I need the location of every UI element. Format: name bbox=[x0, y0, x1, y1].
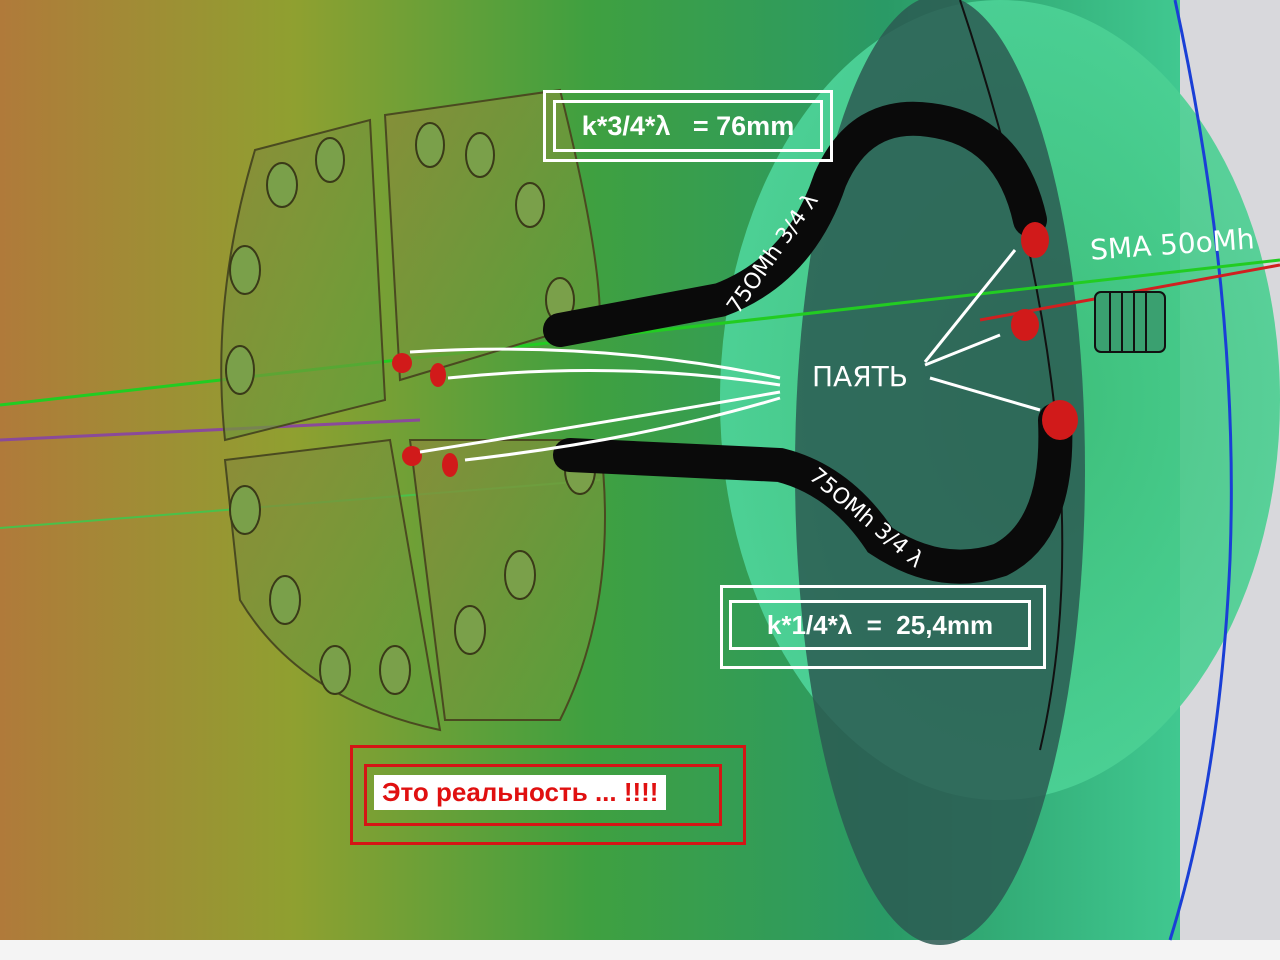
reflector-disc bbox=[795, 0, 1085, 945]
cable-bottom bbox=[553, 403, 1073, 584]
formula-top: k*3/4*λ = 76mm bbox=[553, 100, 823, 152]
reality-note-outer-frame bbox=[350, 745, 746, 845]
axis-green bbox=[0, 258, 1280, 407]
solder-arrows bbox=[409, 249, 1041, 462]
solder-label: ПАЯТЬ bbox=[812, 360, 908, 393]
reality-note-inner-frame bbox=[364, 764, 722, 826]
formula-bottom: k*1/4*λ = 25,4mm bbox=[729, 600, 1031, 650]
solder-points bbox=[392, 222, 1078, 477]
cable-top bbox=[543, 101, 1047, 347]
axis-purple bbox=[0, 418, 421, 442]
bottom-strip bbox=[0, 940, 1280, 960]
axis-blue-curve bbox=[1168, 0, 1233, 941]
formula-top-box: k*3/4*λ = 76mm bbox=[543, 90, 833, 162]
reality-note: Это реальность ... !!!! bbox=[374, 775, 667, 810]
sma-connector-icon bbox=[1094, 291, 1166, 353]
formula-bottom-box: k*1/4*λ = 25,4mm bbox=[720, 585, 1046, 669]
